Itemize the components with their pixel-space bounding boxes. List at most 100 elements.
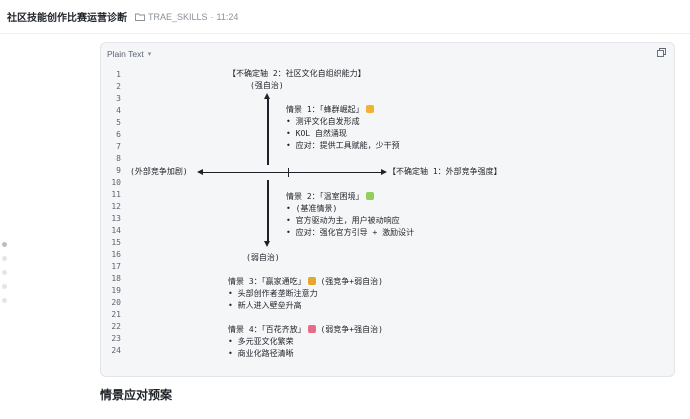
scenario-1-title: 情景 1：「蜂群崛起」 [286, 105, 364, 114]
language-label[interactable]: Plain Text [107, 49, 144, 59]
line-number: 11 [111, 190, 121, 199]
code-text: (弱自治) [246, 253, 280, 262]
code-line: 11 [101, 189, 676, 201]
code-text: • 应对：提供工具赋能，少干预 [286, 141, 400, 150]
section-heading: 情景应对预案 [100, 388, 173, 402]
code-text: • 头部创作者垄断注意力 [228, 289, 318, 298]
code-line: 24 [101, 345, 676, 357]
code-line: 17 [101, 261, 676, 273]
vertical-axis-lower [267, 180, 269, 242]
axis-arrow-left [197, 169, 203, 175]
bee-emoji-icon [365, 105, 374, 113]
trophy-emoji-icon [307, 277, 316, 285]
language-selector[interactable]: Plain Text ▾ [107, 47, 151, 61]
code-line: 20 [101, 297, 676, 309]
folder-icon [135, 13, 145, 21]
code-line: 5 [101, 117, 676, 129]
code-text: (强自治) [250, 81, 284, 90]
chevron-down-icon[interactable]: ▾ [147, 51, 152, 58]
code-block[interactable]: Plain Text ▾ 1 2 3 4 5 6 7 8 9 10 11 12 … [100, 42, 675, 377]
code-text: 【不确定轴 2：社区文化自组织能力】 [228, 69, 366, 78]
line-number: 17 [111, 262, 121, 271]
line-number: 7 [116, 142, 121, 151]
line-number: 22 [111, 322, 121, 331]
line-number: 2 [116, 82, 121, 91]
line-number: 6 [116, 130, 121, 139]
seedling-emoji-icon [365, 192, 374, 200]
line-number: 1 [116, 70, 121, 79]
line-number: 24 [111, 346, 121, 355]
code-text: • 官方驱动为主，用户被动响应 [286, 216, 400, 225]
outline-dot[interactable] [2, 256, 7, 261]
line-number: 14 [111, 226, 121, 235]
code-line: 9 [101, 165, 676, 177]
axis-tick [288, 168, 289, 177]
code-line: 15 [101, 237, 676, 249]
code-line: 6 [101, 129, 676, 141]
outline-dot[interactable] [2, 298, 7, 303]
code-line: 21 [101, 309, 676, 321]
code-text: • (基准情景) [286, 204, 338, 213]
outline-dot[interactable] [2, 270, 7, 275]
line-number: 16 [111, 250, 121, 259]
doc-title: 社区技能创作比赛运营诊断 [7, 13, 127, 24]
outline-dots[interactable] [2, 242, 10, 312]
breadcrumb[interactable]: TRAE_SKILLS · 11:24 [135, 12, 238, 22]
scenario-3-title: 情景 3：「赢家通吃」 [228, 277, 306, 286]
line-number: 23 [111, 334, 121, 343]
code-text: • 测评文化自发形成 [286, 117, 360, 126]
copy-icon[interactable] [657, 48, 666, 57]
vertical-axis-upper [267, 99, 269, 165]
code-text: • 多元亚文化繁荣 [228, 337, 294, 346]
axis-arrow-up [264, 93, 270, 99]
code-text: • 商业化路径清晰 [228, 349, 294, 358]
axis-left-label: (外部竞争加剧) [130, 167, 188, 176]
breadcrumb-time: 11:24 [216, 11, 239, 22]
line-number: 21 [111, 310, 121, 319]
code-line: 22 [101, 321, 676, 333]
outline-dot[interactable] [2, 242, 7, 247]
code-line: 18 [101, 273, 676, 285]
breadcrumb-separator: · [210, 11, 214, 22]
code-text: 情景 3：「赢家通吃」 (强竞争+弱自治) [228, 276, 383, 288]
line-number: 15 [111, 238, 121, 247]
code-line: 13 [101, 213, 676, 225]
outline-dot[interactable] [2, 284, 7, 289]
code-line: 23 [101, 333, 676, 345]
code-line: 16 [101, 249, 676, 261]
line-number: 3 [116, 94, 121, 103]
axis-right-label: 【不确定轴 1：外部竞争强度】 [388, 167, 502, 176]
code-line: 14 [101, 225, 676, 237]
code-line: 1 [101, 69, 676, 81]
code-text: • KOL 自然涌现 [286, 129, 347, 138]
code-line: 2 [101, 81, 676, 93]
line-number: 8 [116, 154, 121, 163]
horizontal-axis [203, 172, 381, 173]
axis-arrow-right [381, 169, 387, 175]
top-bar: 社区技能创作比赛运营诊断 TRAE_SKILLS · 11:24 [0, 0, 690, 34]
code-line: 3 [101, 93, 676, 105]
line-number: 12 [111, 202, 121, 211]
line-number: 10 [111, 178, 121, 187]
code-line: 19 [101, 285, 676, 297]
code-line: 7 [101, 141, 676, 153]
code-line: 10 [101, 177, 676, 189]
breadcrumb-folder[interactable]: TRAE_SKILLS [148, 11, 208, 22]
code-text: 情景 2：「温室困境」 [286, 191, 374, 203]
scenario-4-title: 情景 4：「百花齐放」 [228, 325, 306, 334]
code-text: • 新人进入壁垒升高 [228, 301, 302, 310]
line-number: 5 [116, 118, 121, 127]
axis-arrow-down [264, 241, 270, 247]
code-line: 12 [101, 201, 676, 213]
code-text: 情景 1：「蜂群崛起」 [286, 104, 374, 116]
line-number: 19 [111, 286, 121, 295]
line-number: 13 [111, 214, 121, 223]
flower-emoji-icon [307, 325, 316, 333]
code-line: 4 [101, 105, 676, 117]
line-number: 18 [111, 274, 121, 283]
code-text: • 应对：强化官方引导 + 激励设计 [286, 228, 415, 237]
scenario-2-title: 情景 2：「温室困境」 [286, 192, 364, 201]
code-line: 8 [101, 153, 676, 165]
scenario-3-note: (强竞争+弱自治) [320, 277, 383, 286]
line-number: 4 [116, 106, 121, 115]
